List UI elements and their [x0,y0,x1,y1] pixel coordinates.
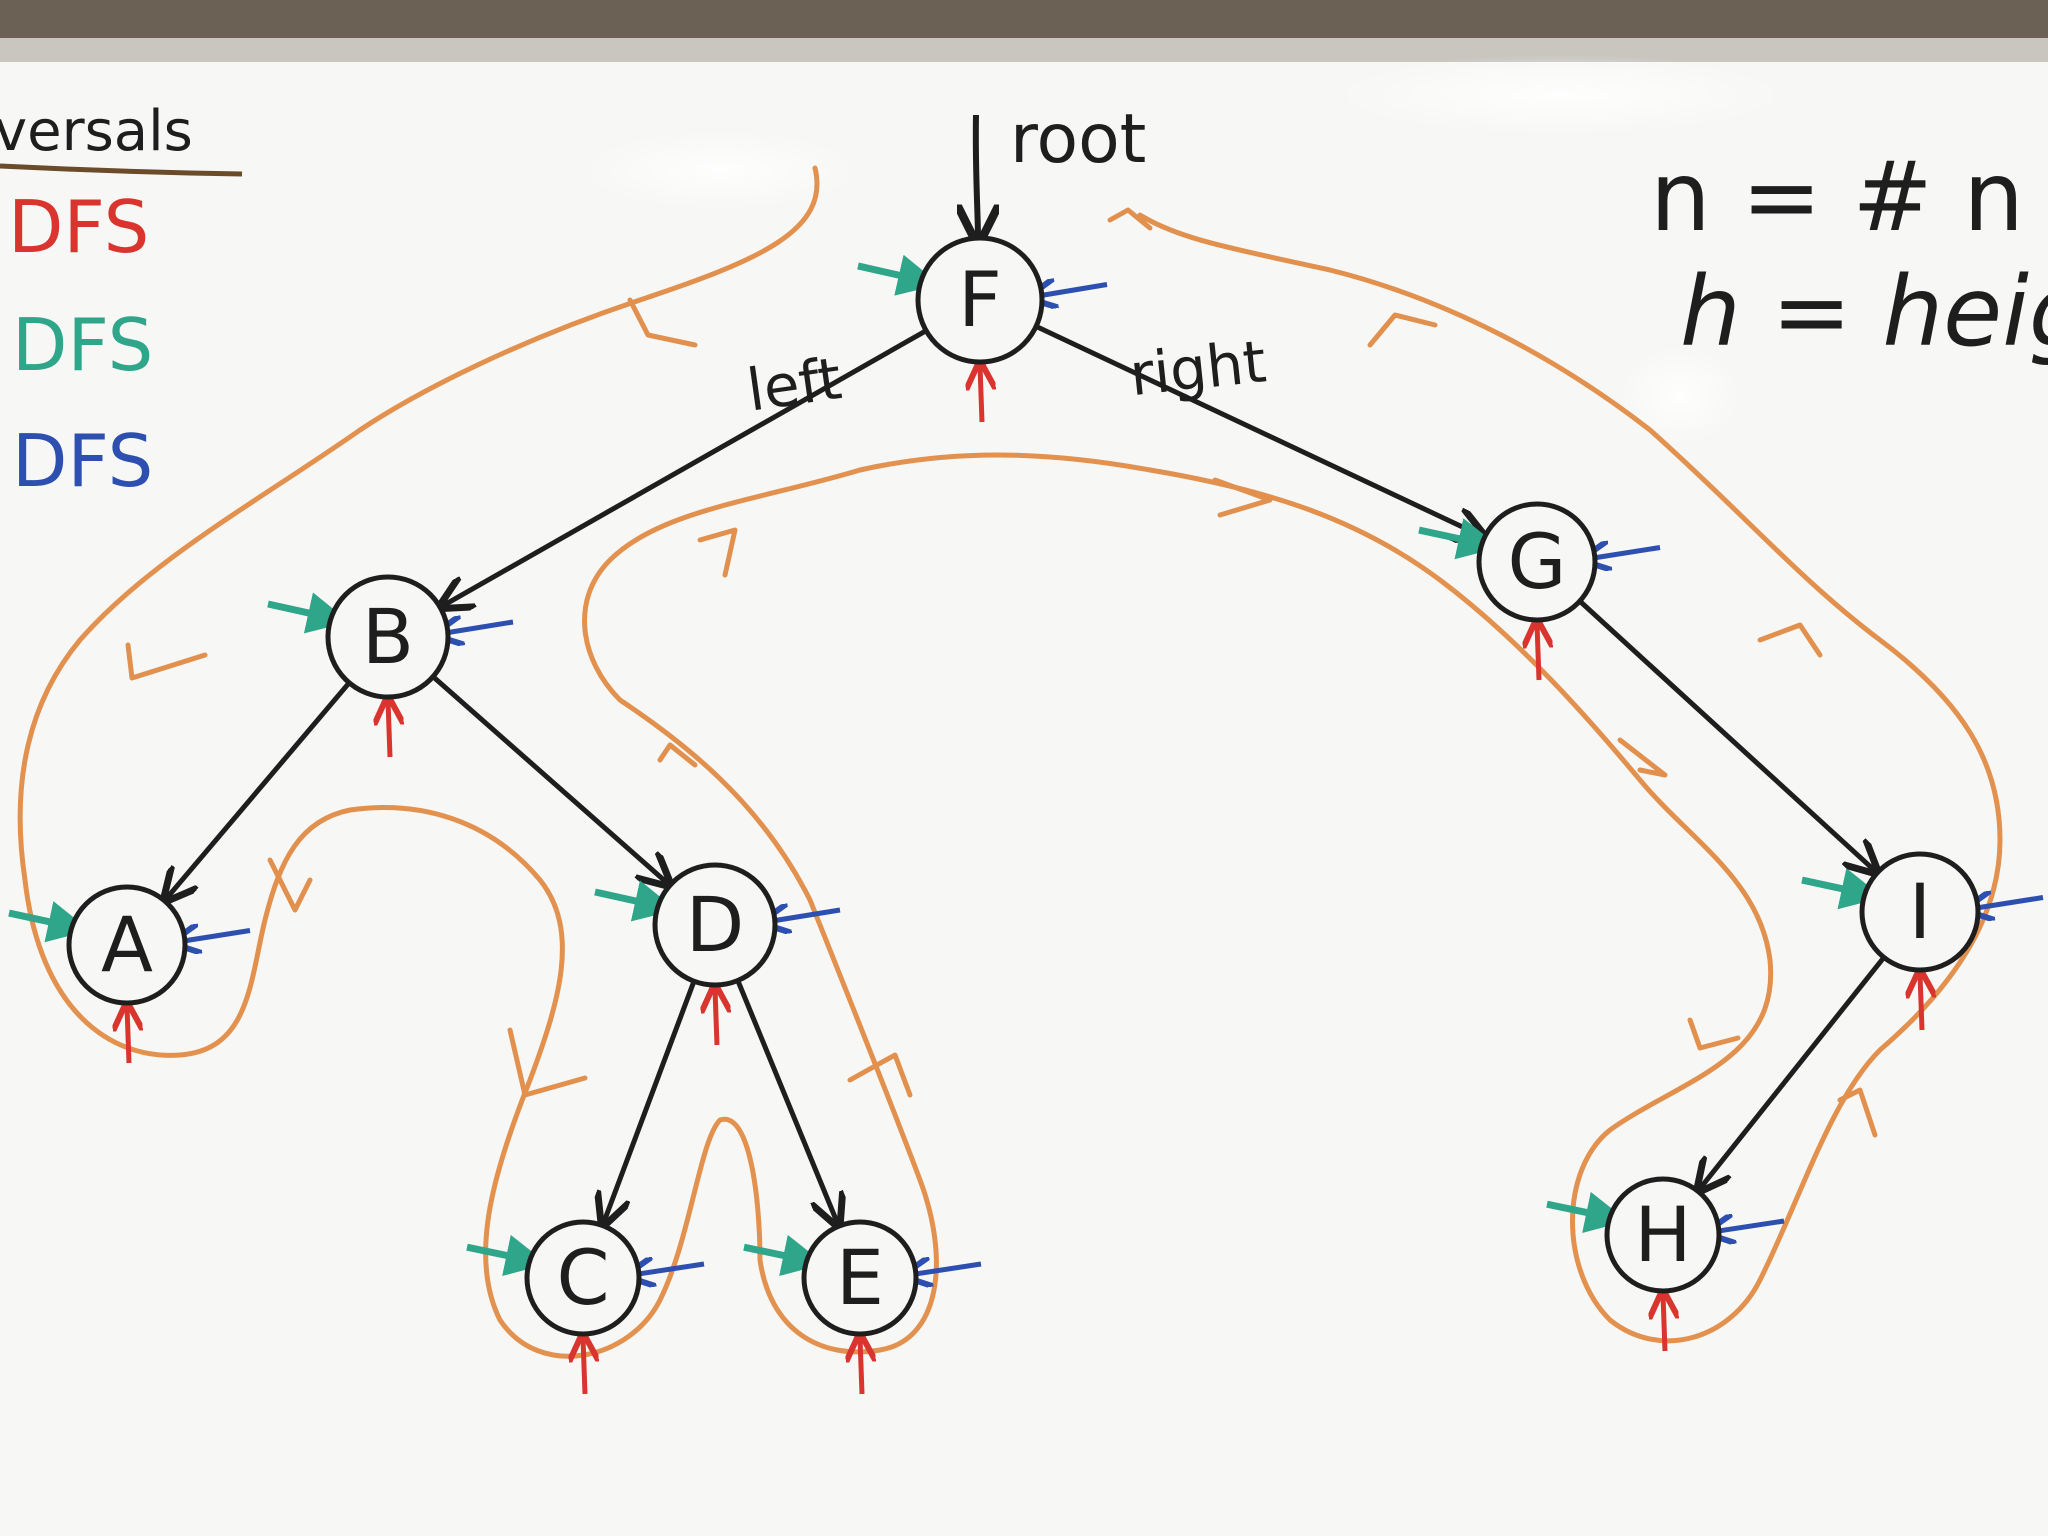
tree-nodes: F B G A D I C E H [66,235,1981,1337]
node-circle [1476,501,1598,623]
contour-arrow [657,742,698,768]
node-circle [66,884,188,1006]
contour-arrow [1757,622,1823,658]
in-order-arrow-G [1537,624,1539,681]
node-label: H [1634,1190,1691,1279]
contour-arrow [1367,312,1438,348]
contour-arrow [507,1027,588,1098]
traversal-contour [17,165,2003,1359]
tree-node-B: B [325,574,451,700]
node-label: I [1909,867,1931,956]
tree-node-F: F [915,235,1045,365]
notes: n = # n h = heig [1650,141,2048,368]
edge-I-H [1700,955,1886,1188]
tree-node-A: A [66,884,188,1006]
post-order-arrow-B [439,622,514,634]
legend-heading: versals [0,99,193,164]
post-order-arrow-F [1033,285,1108,297]
node-circle [1604,1176,1722,1294]
pre-order-arrow-E [743,1234,825,1276]
tree-node-G: G [1476,501,1598,623]
node-circle [1859,851,1981,973]
in-order-arrow-A [127,1007,129,1064]
left-edge-label: left [743,344,846,424]
in-order-arrow-D [715,989,717,1046]
post-order-arrow-D [766,910,841,922]
legend-item-post-order: DFS [12,419,153,503]
contour-arrow [697,527,738,578]
edge-F-G [1035,324,1481,535]
contour-line [17,165,2003,1359]
edge-B-A [167,681,352,898]
edge-D-C [604,980,697,1222]
in-order-arrow-F [980,366,982,423]
edge-B-D [431,674,667,883]
post-order-arrow-H [1711,1221,1785,1232]
pre-order-arrow-C [466,1234,548,1276]
node-circle [325,574,451,700]
tree-node-H: H [1604,1176,1722,1294]
node-label: E [836,1233,884,1322]
contour-arrow [1687,1017,1741,1051]
contour-arrow [1617,737,1668,778]
node-circle [652,862,778,988]
tree-node-I: I [1859,851,1981,973]
root-label: root [1010,100,1146,179]
edge-annotations: root left right [743,100,1269,425]
legend-underline [0,163,243,177]
node-circle [801,1219,919,1337]
pre-order-arrow-H [1546,1191,1628,1233]
in-order-arrow-C [583,1338,585,1395]
contour-arrow [267,857,313,913]
node-label: D [686,880,745,969]
edge-F-B [444,328,928,606]
post-order-arrow-G [1586,548,1661,560]
node-label: C [556,1233,609,1322]
tree-node-E: E [801,1219,919,1337]
contour-arrow [1212,477,1273,518]
root-pointer-arrow [976,114,978,238]
node-circle [915,235,1045,365]
note-n-definition: n = # n [1650,141,2024,253]
tree-node-D: D [652,862,778,988]
node-label: G [1508,517,1567,606]
edge-D-E [735,979,837,1223]
post-order-arrow-E [908,1264,982,1275]
edge-G-I [1578,599,1874,870]
node-label: A [101,900,153,989]
legend-item-pre-order: DFS [12,303,153,387]
legend-item-in-order: DFS [8,185,149,269]
in-order-arrow-B [388,701,390,758]
in-order-arrow-H [1663,1295,1665,1352]
post-order-arrow-I [1969,898,2044,910]
tree-node-C: C [524,1219,642,1337]
in-order-arrow-I [1920,974,1922,1031]
post-order-arrow-C [631,1264,705,1275]
note-h-definition: h = heig [1680,256,2048,368]
contour-arrow [847,1052,913,1098]
contour-arrow [125,642,208,681]
contour-arrow [1107,207,1153,231]
post-order-arrow-A [176,931,251,943]
legend: versals DFS DFS DFS [0,99,243,503]
contour-arrow [1837,1087,1878,1138]
contour-arrow [627,297,698,348]
node-circle [524,1219,642,1337]
in-order-arrow-E [860,1338,862,1395]
node-label: F [958,255,1002,344]
tree-edges [167,324,1886,1223]
right-edge-label: right [1127,327,1270,409]
node-label: B [362,592,414,681]
